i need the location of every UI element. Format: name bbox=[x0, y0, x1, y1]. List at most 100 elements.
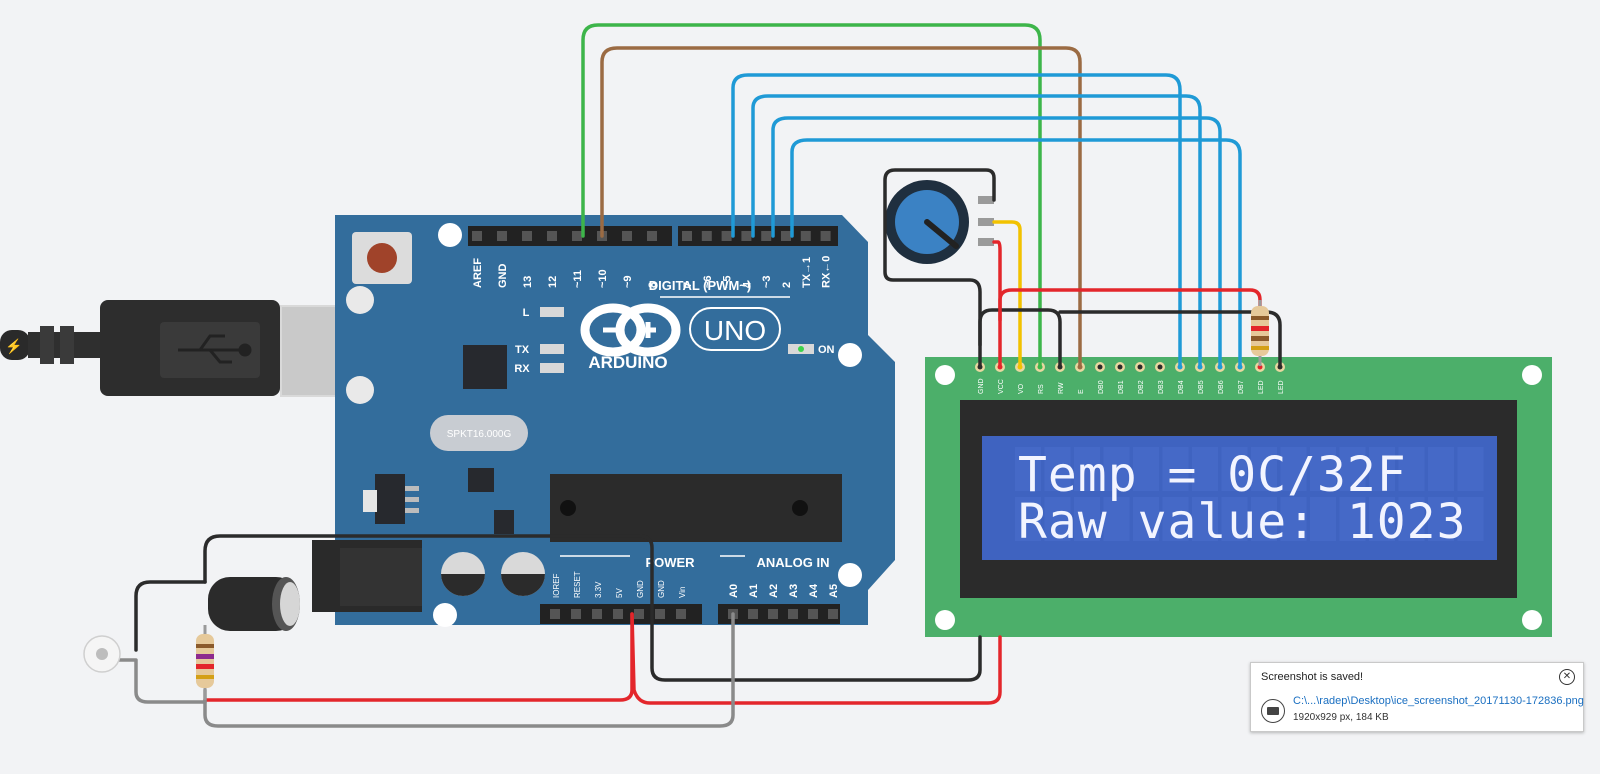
pin-socket-a4[interactable] bbox=[808, 609, 818, 619]
lcd-char-cell bbox=[1133, 447, 1159, 491]
analog-pin-label: A0 bbox=[728, 584, 740, 598]
mount-hole bbox=[935, 610, 955, 630]
lcd-char-cell bbox=[1251, 447, 1277, 491]
lcd-char-cell bbox=[1221, 497, 1248, 541]
arduino-uno-board[interactable]: SPKT16.000G L TX RX bbox=[312, 215, 895, 627]
pin-socket-8[interactable] bbox=[647, 231, 657, 241]
screenshot-notification[interactable]: Screenshot is saved! ✕ C:\...\radep\Desk… bbox=[1250, 662, 1584, 732]
wire-pin2-db7[interactable] bbox=[790, 138, 1242, 368]
pin-socket-6[interactable] bbox=[701, 231, 712, 241]
lcd-char-cell bbox=[1369, 447, 1395, 491]
pin-socket-tx1[interactable] bbox=[800, 231, 811, 241]
lcd-pin-contact bbox=[1157, 364, 1163, 370]
wire-pin11-e[interactable] bbox=[600, 46, 1082, 368]
lcd-char-cell bbox=[1310, 447, 1336, 491]
lcd-char-cell bbox=[1398, 497, 1425, 541]
pin-socket-a1[interactable] bbox=[748, 609, 758, 619]
lcd-char-cell bbox=[1310, 497, 1336, 541]
analog-pin-label: A3 bbox=[788, 584, 800, 598]
lcd-char-cell bbox=[1251, 497, 1277, 541]
wire-pot-vcc[interactable] bbox=[992, 240, 1002, 368]
screenshot-path-link[interactable]: C:\...\radep\Desktop\ice_screenshot_2017… bbox=[1293, 695, 1584, 707]
digital-pin-label: ~9 bbox=[622, 275, 634, 288]
wire-pin12-rs[interactable] bbox=[581, 23, 1042, 368]
mount-hole bbox=[1522, 610, 1542, 630]
lcd-char-cell bbox=[1369, 497, 1395, 541]
wire-sensor-signal[interactable] bbox=[113, 658, 207, 704]
close-icon[interactable]: ✕ bbox=[1559, 669, 1575, 685]
folder-icon[interactable] bbox=[1261, 699, 1285, 723]
pin-socket-7[interactable] bbox=[682, 231, 692, 241]
digital-pin-label: ~6 bbox=[702, 275, 714, 288]
lcd-pin-label: DB4 bbox=[1178, 380, 1185, 394]
pin-socket-a3[interactable] bbox=[788, 609, 798, 619]
lcd-char-cell bbox=[1162, 447, 1189, 491]
wire-sensor-ground[interactable] bbox=[134, 580, 207, 652]
pin-socket-gnd[interactable] bbox=[655, 609, 665, 619]
pin-socket-33v[interactable] bbox=[592, 609, 602, 619]
pin-socket-reset[interactable] bbox=[571, 609, 581, 619]
lcd-char-cell bbox=[1162, 497, 1189, 541]
led-rx-label: RX bbox=[514, 363, 530, 375]
header-digital-low bbox=[678, 226, 838, 246]
mount-hole bbox=[935, 365, 955, 385]
wire-pin5-db4[interactable] bbox=[731, 73, 1182, 368]
lcd-char-cell bbox=[1280, 497, 1307, 541]
pin-socket-4[interactable] bbox=[741, 231, 752, 241]
lcd-pin-label: LED bbox=[1258, 380, 1265, 394]
mount-hole bbox=[1522, 365, 1542, 385]
temperature-sensor[interactable] bbox=[83, 635, 121, 673]
wire-vcc-led-resistor[interactable] bbox=[998, 288, 1262, 322]
lcd-pin-label: VO bbox=[1018, 383, 1025, 394]
wire-a0-sensor[interactable] bbox=[203, 612, 735, 728]
power-pin-label: 3.3V bbox=[594, 581, 603, 598]
wire-lcd-vcc-to-5v[interactable] bbox=[630, 612, 1002, 705]
pin-socket-13[interactable] bbox=[522, 231, 532, 241]
pin-socket-2[interactable] bbox=[781, 231, 791, 241]
digital-pin-label: ~11 bbox=[572, 270, 584, 288]
mount-hole bbox=[838, 563, 862, 587]
wire-5v-sensor[interactable] bbox=[203, 612, 634, 702]
lcd-char-cell bbox=[1133, 497, 1159, 541]
wire-pin3-db6[interactable] bbox=[771, 116, 1222, 368]
dc-power-jack[interactable] bbox=[312, 540, 422, 612]
wire-lcd-gnd-to-board[interactable] bbox=[203, 534, 982, 682]
potentiometer-knob-indicator bbox=[924, 219, 959, 249]
lcd-pin-contact bbox=[1137, 364, 1143, 370]
wire-gnd-rail[interactable] bbox=[978, 308, 1062, 368]
pin-socket-rx0[interactable] bbox=[820, 231, 831, 241]
power-pin-label: Vin bbox=[678, 587, 687, 598]
wire-pot-ground[interactable] bbox=[883, 168, 996, 368]
pin-socket-a2[interactable] bbox=[768, 609, 778, 619]
voltage-regulator bbox=[375, 474, 405, 524]
lcd-pin-label: DB3 bbox=[1158, 380, 1165, 394]
pin-socket-gnd[interactable] bbox=[497, 231, 507, 241]
crystal-oscillator bbox=[430, 415, 528, 451]
wire-pin4-db5[interactable] bbox=[751, 94, 1202, 368]
digital-pin-label: ~5 bbox=[722, 275, 734, 288]
pin-socket-11[interactable] bbox=[572, 231, 582, 241]
reset-button[interactable] bbox=[352, 232, 412, 284]
lcd-pin-label: RW bbox=[1058, 382, 1065, 394]
pin-socket-5[interactable] bbox=[721, 231, 732, 241]
pin-socket-12[interactable] bbox=[547, 231, 557, 241]
pin-socket-a5[interactable] bbox=[828, 609, 838, 619]
lcd-char-cell bbox=[1074, 497, 1100, 541]
pin-socket-5v[interactable] bbox=[613, 609, 623, 619]
pin-socket-aref[interactable] bbox=[472, 231, 482, 241]
potentiometer[interactable] bbox=[885, 180, 994, 264]
pin-socket-gnd[interactable] bbox=[634, 609, 644, 619]
pin-socket-9[interactable] bbox=[622, 231, 632, 241]
pin-socket-ioref[interactable] bbox=[550, 609, 560, 619]
wire-pot-wiper-vo[interactable] bbox=[992, 220, 1022, 368]
pin-socket-3[interactable] bbox=[761, 231, 772, 241]
electrolytic-capacitor[interactable] bbox=[208, 577, 300, 631]
pin-socket-vin[interactable] bbox=[676, 609, 686, 619]
led-l bbox=[540, 307, 564, 317]
arduino-brand-label: ARDUINO bbox=[588, 353, 667, 372]
sensor-resistor[interactable] bbox=[196, 625, 214, 700]
lcd-backlight-resistor[interactable] bbox=[1251, 300, 1269, 366]
lcd-char-cell bbox=[1398, 447, 1425, 491]
